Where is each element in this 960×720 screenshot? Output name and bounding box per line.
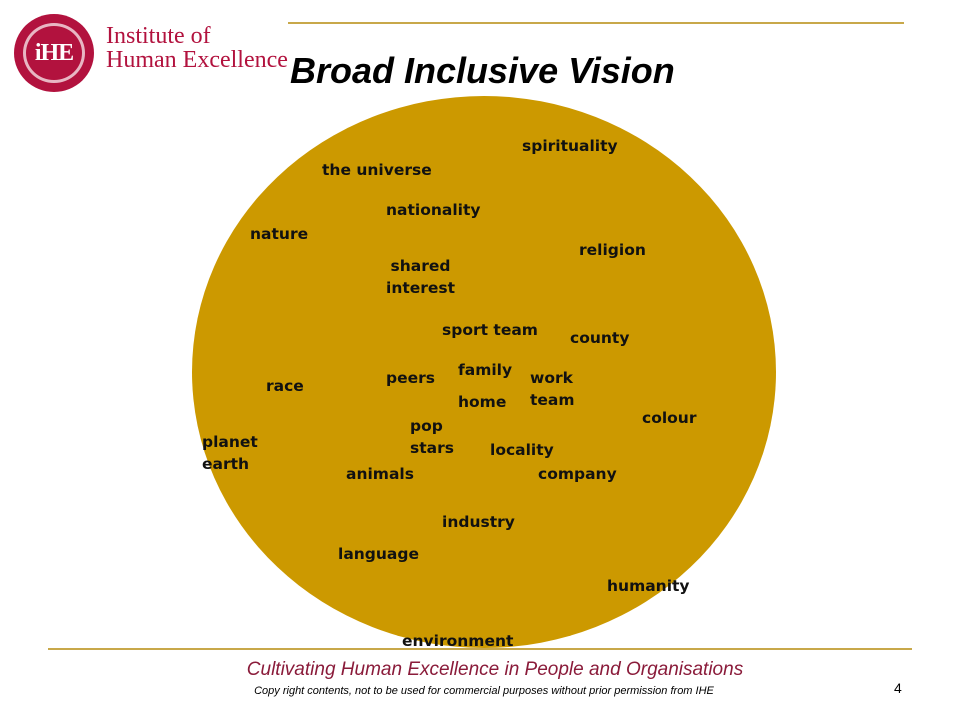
logo-badge: iHE <box>14 14 94 92</box>
word-peers: peers <box>386 369 435 387</box>
logo-line-1: Institute of <box>106 23 211 49</box>
page-number: 4 <box>894 680 902 696</box>
word-planet-earth: planet earth <box>202 433 258 473</box>
footer-copyright: Copy right contents, not to be used for … <box>254 685 714 697</box>
word-industry: industry <box>442 513 515 531</box>
word-nationality: nationality <box>386 201 481 219</box>
word-nature: nature <box>250 225 309 243</box>
word-religion: religion <box>579 241 646 259</box>
word-sport-team: sport team <box>442 321 538 339</box>
word-the-universe: the universe <box>322 161 432 179</box>
word-company: company <box>538 465 617 483</box>
logo-badge-text: iHE <box>23 23 85 83</box>
word-pop-stars: pop stars <box>410 417 454 457</box>
word-colour: colour <box>642 409 697 427</box>
ihe-logo: iHE Institute of Human Excellence <box>14 14 294 94</box>
word-work-team: work team <box>530 369 575 409</box>
word-locality: locality <box>490 441 554 459</box>
word-home: home <box>458 393 507 411</box>
word-family: family <box>458 361 513 379</box>
vision-circle <box>192 96 776 648</box>
word-spirituality: spirituality <box>522 137 618 155</box>
word-animals: animals <box>346 465 414 483</box>
word-county: county <box>570 329 630 347</box>
bottom-divider <box>48 648 912 650</box>
word-language: language <box>338 545 420 563</box>
top-divider <box>288 22 904 24</box>
word-shared-interest: shared interest <box>386 257 456 297</box>
word-environment: environment <box>402 632 514 650</box>
logo-wordmark: Institute of Human Excellence <box>106 24 288 72</box>
word-humanity: humanity <box>607 577 690 595</box>
footer-tagline: Cultivating Human Excellence in People a… <box>246 659 744 680</box>
word-race: race <box>266 377 304 395</box>
slide-title: Broad Inclusive Vision <box>290 50 675 91</box>
logo-line-2: Human Excellence <box>106 47 288 73</box>
